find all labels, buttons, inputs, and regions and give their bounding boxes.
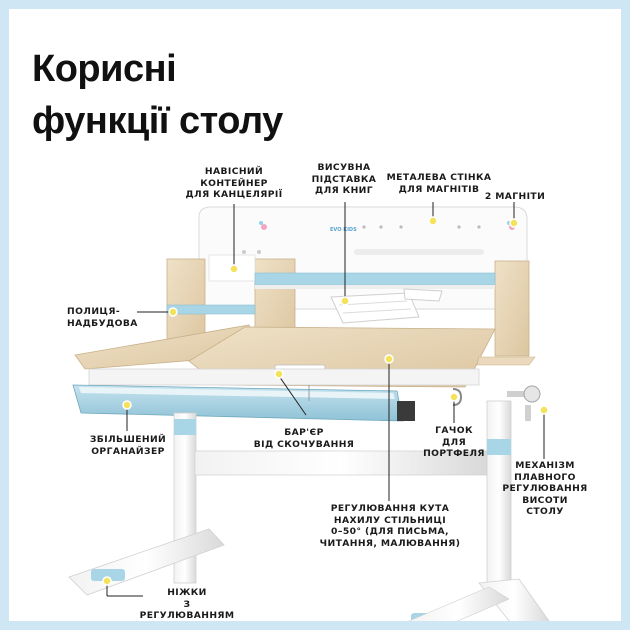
book-stand: [330, 288, 443, 324]
title-line-1: Корисні: [32, 48, 177, 90]
marker-tilt: [384, 354, 394, 364]
desk-illustration: EVO KIDS: [68, 202, 550, 621]
callout-metal-wall: МЕТАЛЕВА СТІНКА ДЛЯ МАГНІТІВ: [386, 172, 492, 195]
right-side-post: [494, 260, 530, 357]
marker-container: [229, 264, 239, 274]
marker-metal-wall: [428, 216, 438, 226]
callout-anti-roll-barrier: БАР'ЄР ВІД СКОЧУВАННЯ: [253, 427, 355, 450]
callout-adjustable-legs: НІЖКИ З РЕГУЛЮВАННЯМ: [139, 587, 235, 621]
marker-mechanism: [539, 405, 549, 415]
page-title: Корисні функції столу: [32, 43, 283, 147]
marker-hook: [449, 392, 459, 402]
markers: [102, 216, 549, 586]
callout-organizer: ЗБІЛЬШЕНИЙ ОРГАНАЙЗЕР: [89, 434, 167, 457]
title-line-2: функції столу: [32, 100, 283, 142]
top-shelf: [254, 272, 496, 289]
height-crank: [507, 385, 541, 421]
marker-book-stand: [340, 296, 350, 306]
callout-height-mechanism: МЕХАНІЗМ ПЛАВНОГО РЕГУЛЮВАННЯ ВИСОТИ СТО…: [502, 460, 588, 517]
panel-logo: EVO KIDS: [330, 227, 357, 233]
callout-bag-hook: ГАЧОК ДЛЯ ПОРТФЕЛЯ: [423, 425, 485, 459]
right-leg: [408, 400, 550, 621]
marker-legs: [102, 576, 112, 586]
marker-shelf: [168, 307, 178, 317]
callout-tilt-adjustment: РЕГУЛЮВАННЯ КУТА НАХИЛУ СТІЛЬНИЦІ 0–50° …: [319, 503, 461, 549]
callout-shelf: ПОЛИЦЯ- НАДБУДОВА: [67, 306, 138, 329]
marker-barrier: [274, 369, 284, 379]
leader-lines: [106, 202, 545, 597]
callout-stationery-container: НАВІСНИЙ КОНТЕЙНЕР ДЛЯ КАНЦЕЛЯРІЇ: [185, 166, 283, 200]
right-desktop-edge: [476, 356, 536, 366]
desk-frame: [88, 368, 480, 386]
callout-magnets: 2 МАГНІТИ: [484, 191, 546, 202]
callout-book-stand: ВИСУВНА ПІДСТАВКА ДЛЯ КНИГ: [311, 162, 377, 196]
marker-organizer: [122, 400, 132, 410]
crossbar: [194, 450, 488, 476]
organizer-drawer: [72, 384, 415, 422]
bag-hook: [452, 388, 463, 406]
marker-magnets: [509, 218, 519, 228]
